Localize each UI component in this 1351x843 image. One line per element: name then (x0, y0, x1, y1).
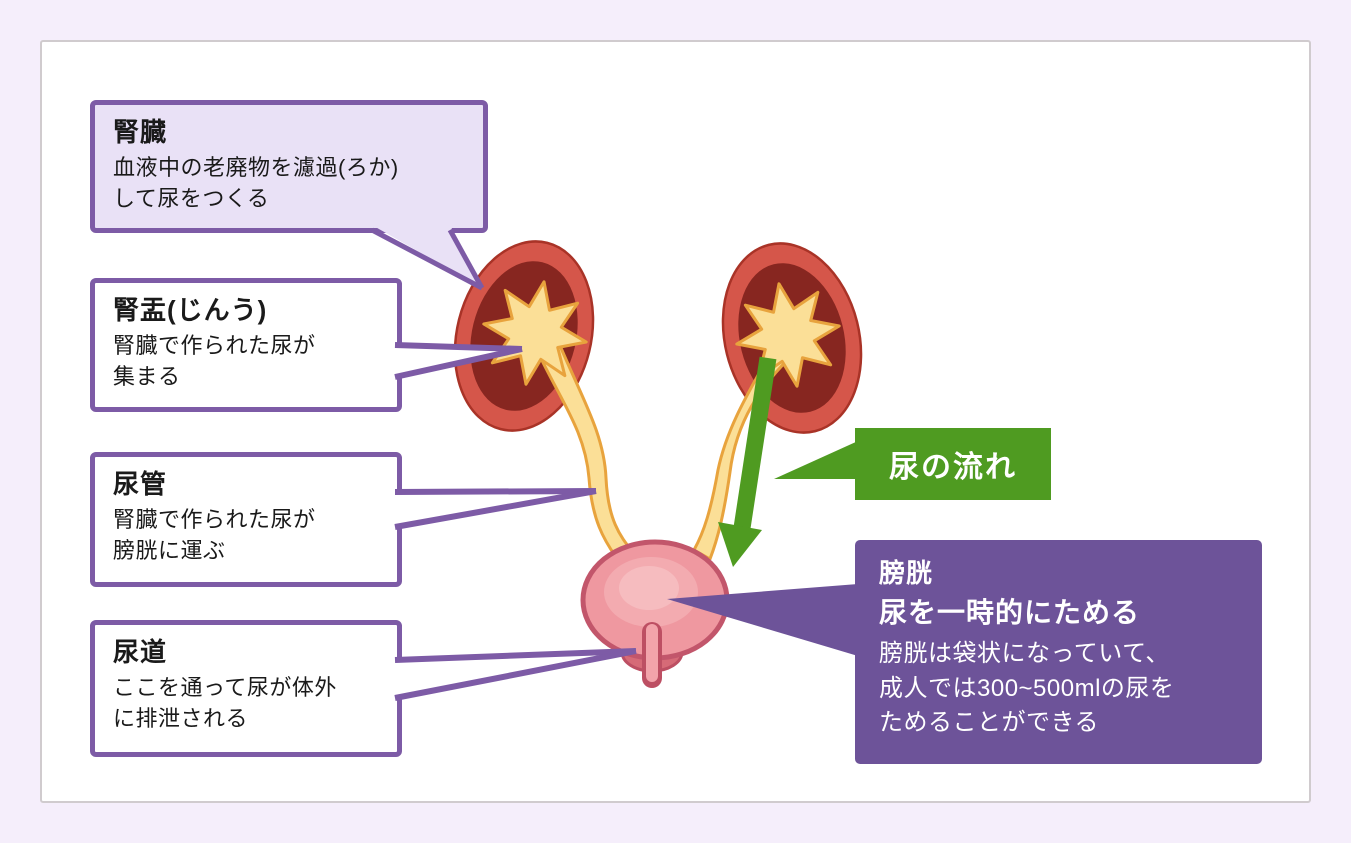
ureter-callout-title: 尿管 (113, 469, 168, 499)
renal-pelvis-callout-body: 腎臓で作られた尿が 集まる (113, 332, 316, 389)
bladder-callout: 膀胱 尿を一時的にためる 膀胱は袋状になっていて、 成人では300~500mlの… (855, 540, 1262, 764)
urethra-callout-body: ここを通って尿が体外 に排泄される (113, 674, 337, 731)
ureter-callout: 尿管 腎臓で作られた尿が 膀胱に運ぶ (90, 452, 402, 587)
renal-pelvis-callout-title: 腎盂(じんう) (113, 295, 268, 325)
kidney-callout: 腎臓 血液中の老廃物を濾過(ろか) して尿をつくる (90, 100, 488, 233)
renal-pelvis-callout: 腎盂(じんう) 腎臓で作られた尿が 集まる (90, 278, 402, 412)
ureter-callout-body: 腎臓で作られた尿が 膀胱に運ぶ (113, 506, 316, 563)
bladder-callout-subtitle: 尿を一時的にためる (879, 597, 1141, 629)
kidney-callout-body: 血液中の老廃物を濾過(ろか) して尿をつくる (113, 154, 399, 211)
bladder-callout-body: 膀胱は袋状になっていて、 成人では300~500mlの尿を ためることができる (879, 640, 1175, 736)
urine-flow-badge: 尿の流れ (855, 428, 1051, 500)
kidney-callout-title: 腎臓 (113, 117, 168, 147)
bladder-callout-title: 膀胱 (879, 558, 934, 588)
urethra-callout-title: 尿道 (113, 637, 168, 667)
urine-flow-label: 尿の流れ (889, 451, 1017, 484)
urethra-callout: 尿道 ここを通って尿が体外 に排泄される (90, 620, 402, 757)
